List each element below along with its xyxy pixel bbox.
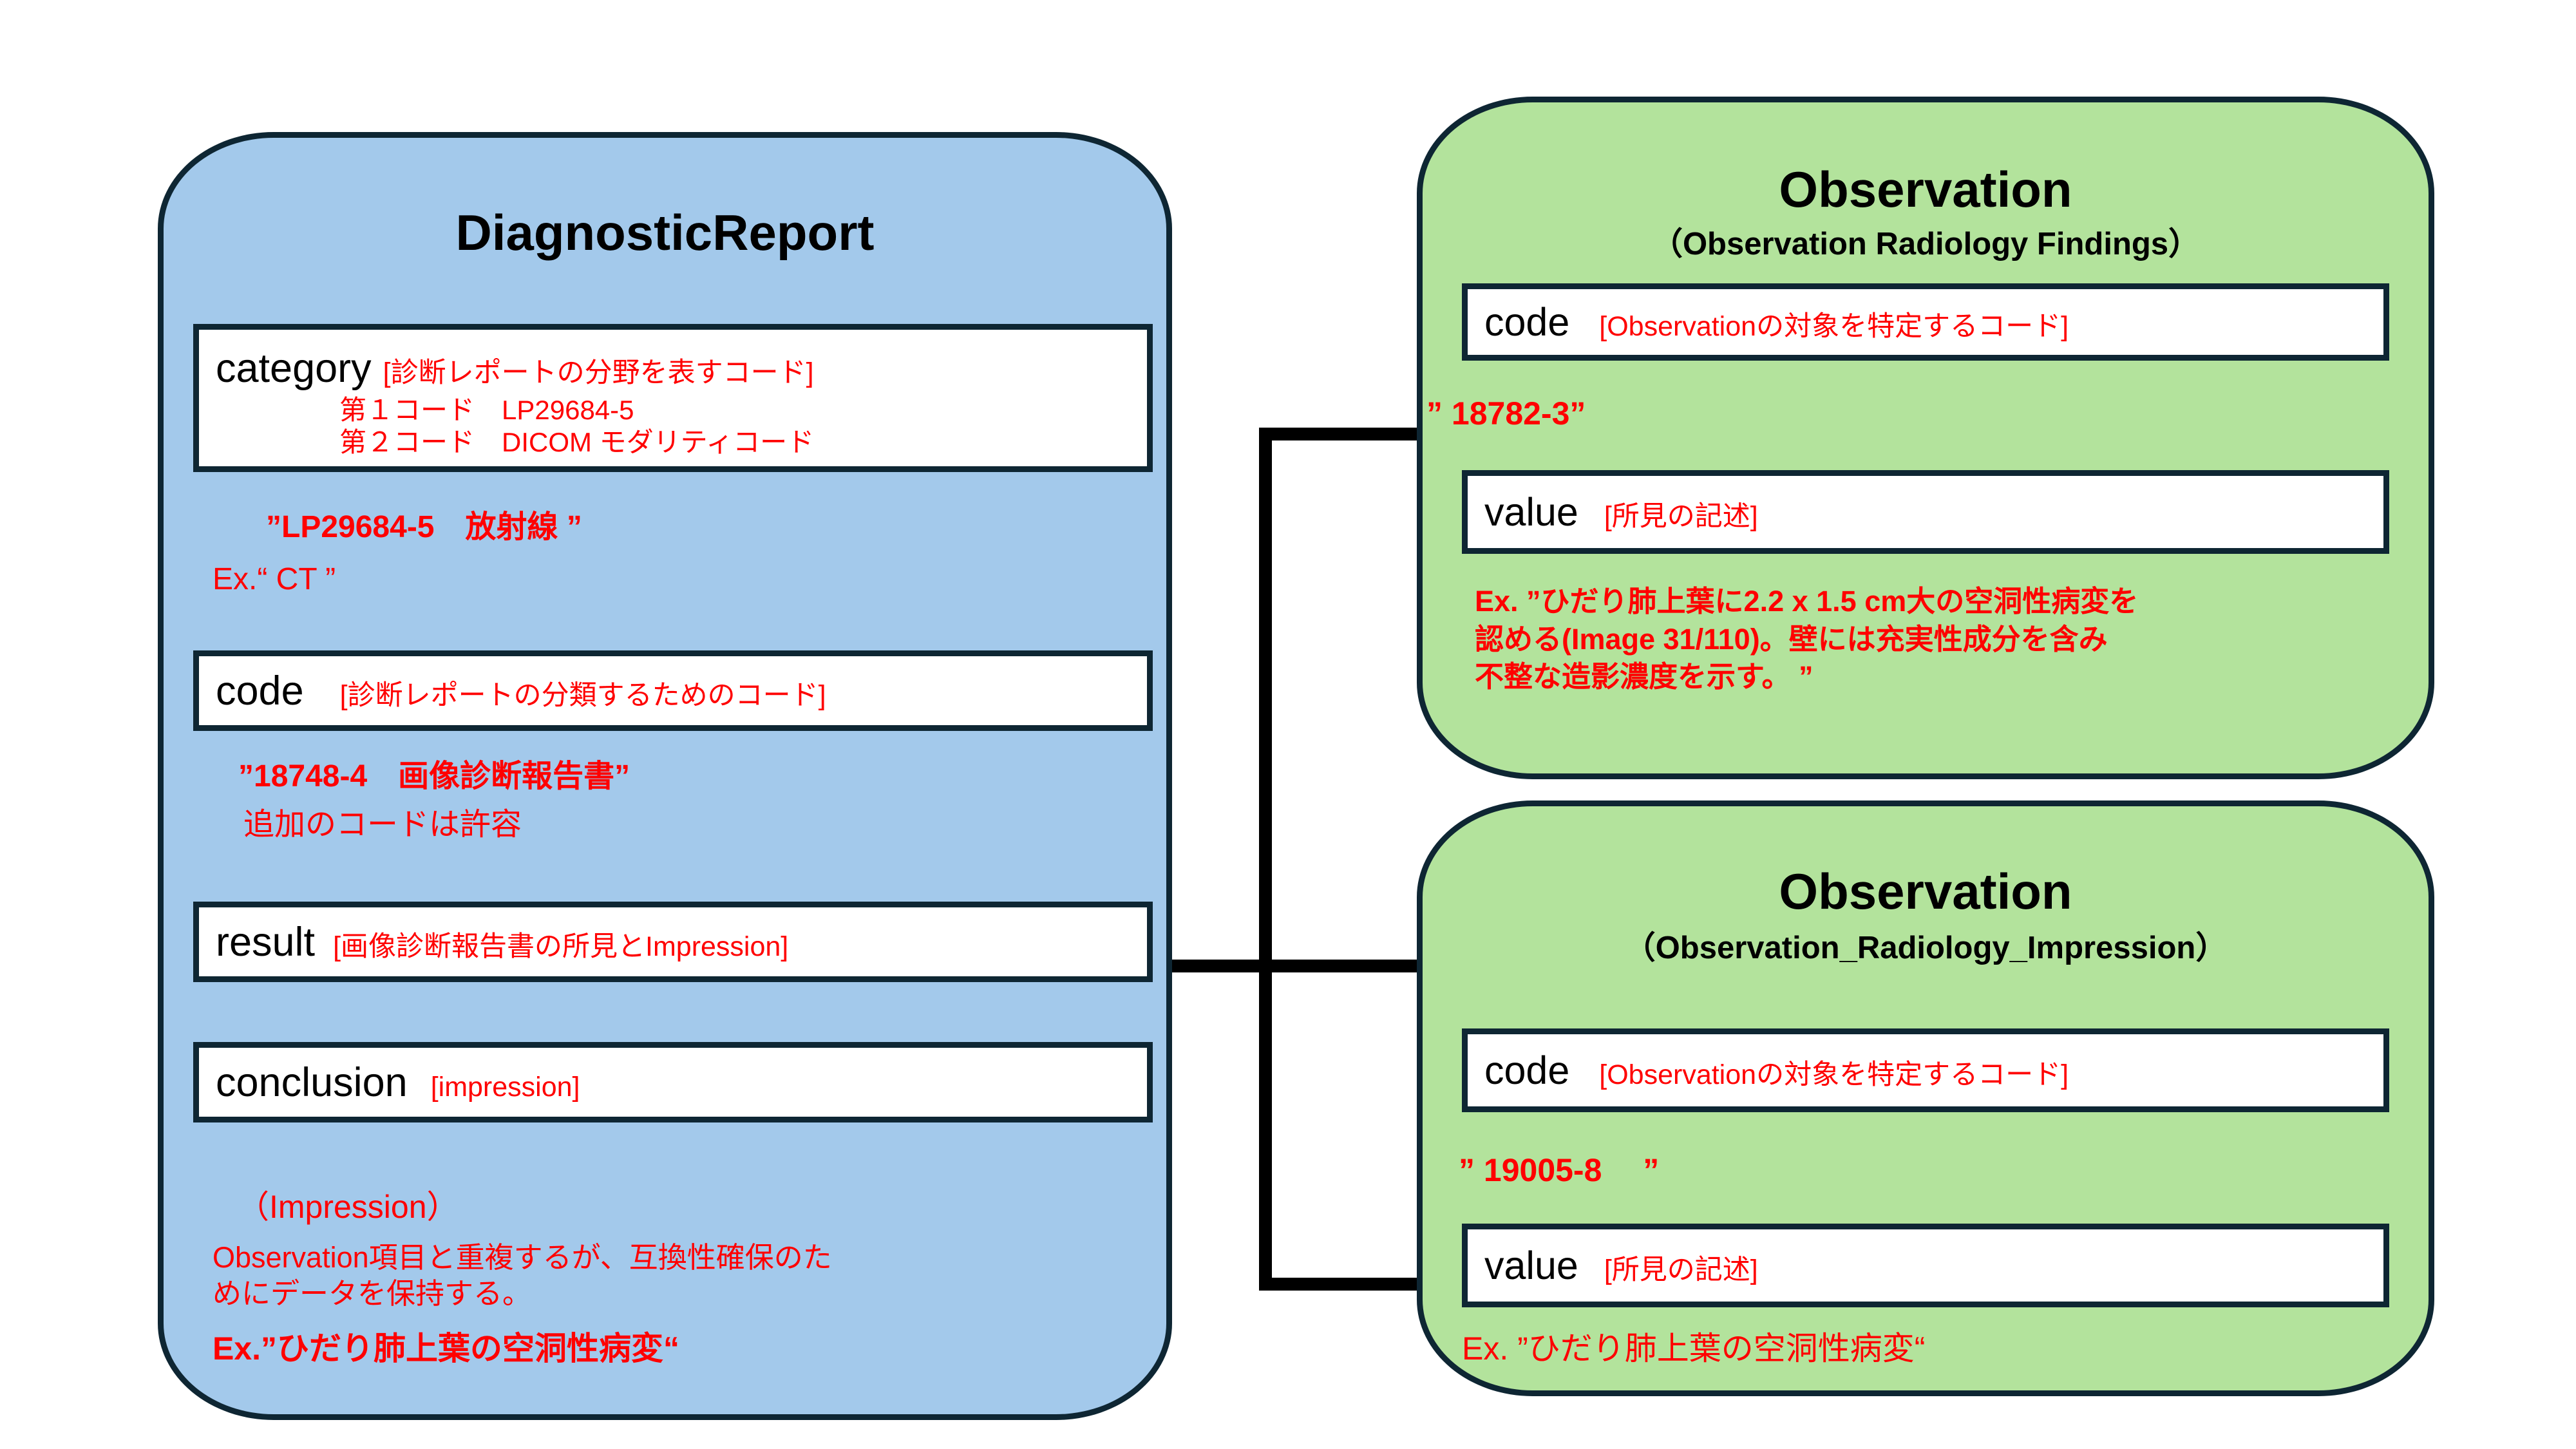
field-label-conclusion: conclusion bbox=[216, 1059, 408, 1105]
category-code-2: 第２コード DICOM モダリティコード bbox=[339, 426, 815, 457]
findings-field-box-value[interactable]: value [所見の記述] bbox=[1462, 470, 2389, 554]
note-conclusion-example: Ex.”ひだり肺上葉の空洞性病変“ bbox=[213, 1331, 680, 1367]
connector-horizontal-from-result bbox=[1159, 960, 1426, 972]
impression-field-label-value: value bbox=[1484, 1244, 1578, 1287]
findings-field-desc-value: [所見の記述] bbox=[1604, 501, 1758, 532]
field-box-code[interactable]: code [診断レポートの分類するためのコード] bbox=[193, 650, 1153, 731]
impression-field-box-value[interactable]: value [所見の記述] bbox=[1462, 1224, 2389, 1307]
findings-field-label-value: value bbox=[1484, 490, 1578, 534]
note-code-example: ”18748-4 画像診断報告書” bbox=[238, 759, 630, 793]
field-box-category[interactable]: category [診断レポートの分野を表すコード] 第１コード LP29684… bbox=[193, 324, 1153, 472]
impression-field-box-code[interactable]: code [Observationの対象を特定するコード] bbox=[1462, 1028, 2389, 1112]
findings-field-box-code[interactable]: code [Observationの対象を特定するコード] bbox=[1462, 283, 2389, 361]
diagnostic-report-title: DiagnosticReport bbox=[455, 204, 875, 261]
note-conclusion-body: Observation項目と重複するが、互換性確保のた めにデータを保持する。 bbox=[213, 1241, 832, 1311]
field-desc-result: [画像診断報告書の所見とImpression] bbox=[333, 931, 789, 962]
observation-findings-title: Observation bbox=[1779, 161, 2072, 218]
note-category-example-ex: Ex.“ CT ” bbox=[213, 562, 336, 596]
note-findings-code-value: ” 18782-3” bbox=[1426, 395, 1586, 431]
field-box-conclusion[interactable]: conclusion [impression] bbox=[193, 1042, 1153, 1122]
field-desc-category: [診断レポートの分野を表すコード] bbox=[383, 357, 814, 388]
observation-impression-title: Observation bbox=[1779, 863, 2072, 920]
field-desc-code: [診断レポートの分類するためのコード] bbox=[339, 679, 826, 711]
note-impression-value-example: Ex. ”ひだり肺上葉の空洞性病変“ bbox=[1462, 1331, 1926, 1367]
observation-findings-subtitle: （Observation Radiology Findings） bbox=[1651, 227, 2201, 261]
field-box-result[interactable]: result [画像診断報告書の所見とImpression] bbox=[193, 902, 1153, 982]
note-findings-value-example: Ex. ”ひだり肺上葉に2.2 x 1.5 cm大の空洞性病変を 認める(Ima… bbox=[1475, 585, 2139, 693]
field-label-code: code bbox=[216, 668, 304, 714]
field-label-result: result bbox=[216, 919, 316, 965]
field-desc-conclusion: [impression] bbox=[430, 1071, 580, 1103]
connector-vertical-spine bbox=[1259, 428, 1272, 1291]
impression-field-desc-value: [所見の記述] bbox=[1604, 1255, 1758, 1285]
impression-field-label-code: code bbox=[1484, 1048, 1570, 1092]
findings-field-desc-code: [Observationの対象を特定するコード] bbox=[1599, 311, 2069, 342]
note-impression-code-value: ” 19005-8 ” bbox=[1459, 1152, 1660, 1188]
note-conclusion-heading: （Impression） bbox=[237, 1189, 459, 1225]
note-category-example-code: ”LP29684-5 放射線 ” bbox=[266, 510, 582, 544]
observation-impression-subtitle: （Observation_Radiology_Impression） bbox=[1624, 931, 2228, 965]
category-code-1: 第１コード LP29684-5 bbox=[339, 395, 634, 425]
field-label-category: category bbox=[216, 346, 372, 391]
observation-findings-card[interactable] bbox=[1417, 97, 2434, 779]
impression-field-desc-code: [Observationの対象を特定するコード] bbox=[1599, 1059, 2069, 1090]
note-code-extra: 追加のコードは許容 bbox=[243, 808, 522, 842]
findings-field-label-code: code bbox=[1484, 300, 1570, 344]
